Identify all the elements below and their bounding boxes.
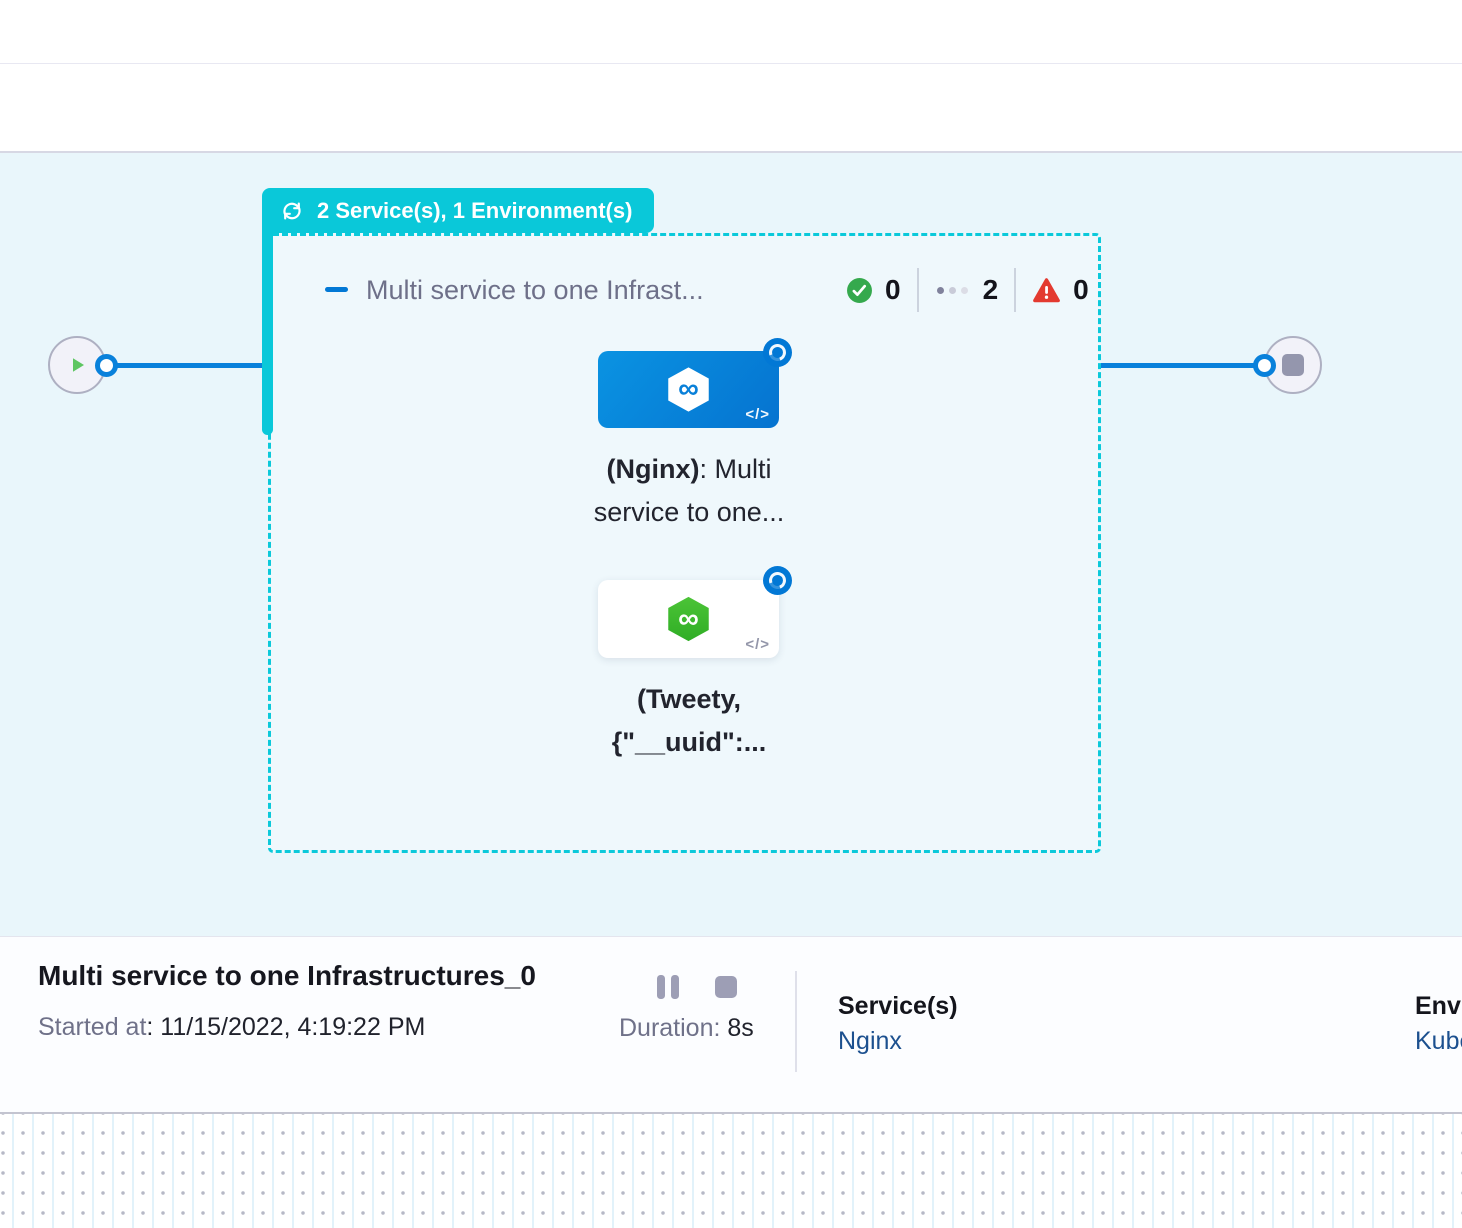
tab-bar	[0, 64, 1462, 153]
play-icon	[73, 358, 84, 372]
duration-row: Duration: 8s	[619, 1013, 754, 1043]
services-label: Service(s)	[838, 992, 958, 1020]
infinity-glyph: ∞	[678, 373, 699, 405]
service-node-tweety-label: (Tweety, {"__uuid":...	[549, 678, 829, 764]
code-icon: </>	[745, 636, 770, 653]
edge-start-to-stage	[104, 363, 264, 368]
infinity-glyph: ∞	[678, 602, 699, 635]
stage-group-badge-label: 2 Service(s), 1 Environment(s)	[317, 197, 633, 223]
edge-stage-to-end	[1101, 363, 1261, 368]
execution-title: Multi service to one Infrastructures_0	[38, 960, 536, 991]
started-at-value: : 11/15/2022, 4:19:22 PM	[146, 1013, 426, 1041]
started-at-label: Started at	[38, 1013, 147, 1041]
end-connector-dot[interactable]	[1253, 354, 1276, 377]
running-spinner-icon	[763, 338, 792, 367]
node-name-line1: (Tweety,	[636, 684, 742, 714]
harness-service-icon: ∞	[668, 596, 709, 642]
node-name-line2: service to one...	[593, 497, 785, 527]
stage-group-left-bar	[262, 226, 273, 435]
environments-link[interactable]: Kubernetes	[1415, 1027, 1462, 1055]
success-count-icon	[847, 277, 872, 303]
stage-group-badge[interactable]: 2 Service(s), 1 Environment(s)	[262, 188, 655, 233]
node-name-bold: (Nginx)	[606, 454, 700, 484]
harness-service-icon: ∞	[668, 367, 709, 412]
running-count-icon	[935, 281, 971, 299]
stop-square-icon	[1282, 354, 1304, 376]
pipeline-canvas[interactable]	[0, 153, 1462, 936]
service-node-nginx-label: (Nginx): Multi service to one...	[549, 448, 829, 534]
canvas-dot-grid	[0, 1112, 1462, 1228]
started-at-row: Started at: 11/15/2022, 4:19:22 PM	[38, 1012, 425, 1042]
collapse-stage-button[interactable]	[325, 287, 348, 292]
services-link[interactable]: Nginx	[838, 1027, 902, 1055]
node-name-line2: {"__uuid":...	[611, 727, 767, 757]
execution-footer	[0, 936, 1462, 1112]
service-node-tweety[interactable]: ∞ </>	[598, 580, 779, 658]
code-icon: </>	[745, 406, 770, 423]
stage-status-counts: 0 2 0	[846, 268, 1089, 312]
footer-divider	[795, 971, 797, 1072]
running-spinner-icon	[763, 566, 792, 595]
breadcrumb-header	[0, 0, 1462, 64]
node-name-rest: : Multi	[699, 454, 772, 484]
loop-icon	[283, 202, 301, 219]
count-divider	[1014, 268, 1017, 312]
duration-label: Duration:	[619, 1014, 721, 1042]
start-connector-dot[interactable]	[95, 354, 118, 377]
pause-icon[interactable]	[657, 975, 679, 999]
success-count: 0	[885, 274, 901, 305]
environments-label: Environment(s)	[1415, 992, 1462, 1020]
failed-count-icon	[1033, 277, 1061, 302]
stage-group-container[interactable]	[268, 233, 1101, 853]
stop-icon[interactable]	[715, 976, 737, 998]
service-node-nginx[interactable]: ∞ </>	[598, 351, 779, 428]
duration-value: 8s	[720, 1014, 754, 1042]
running-count: 2	[982, 274, 999, 305]
stage-title[interactable]: Multi service to one Infrast...	[366, 275, 704, 305]
count-divider	[916, 268, 919, 312]
failed-count: 0	[1073, 274, 1089, 305]
